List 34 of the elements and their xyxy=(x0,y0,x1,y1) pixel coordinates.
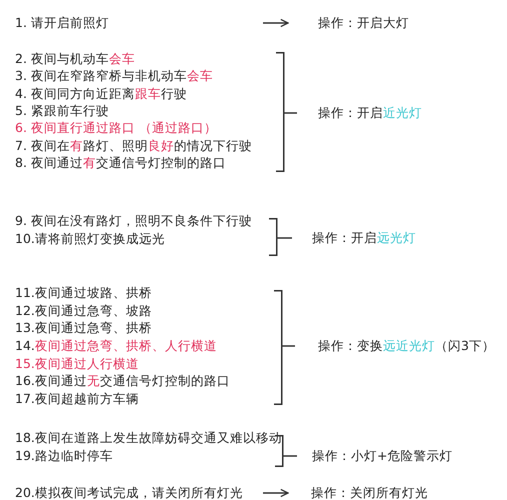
operation-text: 操作：变换远近光灯（闪3下） xyxy=(295,337,495,355)
instruction-text: 11.夜间通过坡路、拱桥 xyxy=(15,284,152,302)
bracket xyxy=(274,290,282,405)
connector-line xyxy=(284,112,297,114)
connector-line xyxy=(284,455,297,457)
bracket xyxy=(269,218,278,256)
connector-line xyxy=(282,345,295,347)
instruction-text: 4. 夜间同方向近距离跟车行驶 xyxy=(15,85,187,103)
instruction-text: 9. 夜间在没有路灯，照明不良条件下行驶 xyxy=(15,212,252,230)
operation-text: 操作：开启大灯 xyxy=(288,14,409,32)
operation-text: 操作：关闭所有灯光 xyxy=(288,484,428,500)
connector-line xyxy=(278,237,292,239)
operation-text: 操作：小灯+危险警示灯 xyxy=(297,447,452,465)
instruction-text: 16.夜间通过无交通信号灯控制的路口 xyxy=(15,372,230,390)
instruction-text: 20.模拟夜间考试完成，请关闭所有灯光 xyxy=(15,484,243,500)
instruction-text: 12.夜间通过急弯、坡路 xyxy=(15,302,152,320)
instruction-text: 6. 夜间直行通过路口 （通过路口） xyxy=(15,119,217,137)
arrow xyxy=(263,18,289,28)
operation-text: 操作：开启远光灯 xyxy=(292,229,416,247)
instruction-text: 5. 紧跟前车行驶 xyxy=(15,102,109,120)
instruction-text: 3. 夜间在窄路窄桥与非机动车会车 xyxy=(15,67,213,85)
instruction-text: 14.夜间通过急弯、拱桥、人行横道 xyxy=(15,337,217,355)
instruction-text: 7. 夜间在有路灯、照明良好的情况下行驶 xyxy=(15,137,252,155)
operation-text: 操作：开启近光灯 xyxy=(297,104,422,122)
instruction-text: 10.请将前照灯变换成远光 xyxy=(15,230,165,248)
instruction-text: 1. 请开启前照灯 xyxy=(15,14,109,32)
instruction-text: 2. 夜间与机动车会车 xyxy=(15,50,135,68)
arrow xyxy=(263,488,289,498)
bracket xyxy=(276,52,284,172)
instruction-text: 8. 夜间通过有交通信号灯控制的路口 xyxy=(15,154,226,172)
instruction-text: 17.夜间超越前方车辆 xyxy=(15,390,139,408)
instruction-text: 19.路边临时停车 xyxy=(15,447,113,465)
instruction-text: 13.夜间通过急弯、拱桥 xyxy=(15,319,152,337)
instruction-text: 15.夜间通过人行横道 xyxy=(15,355,139,373)
